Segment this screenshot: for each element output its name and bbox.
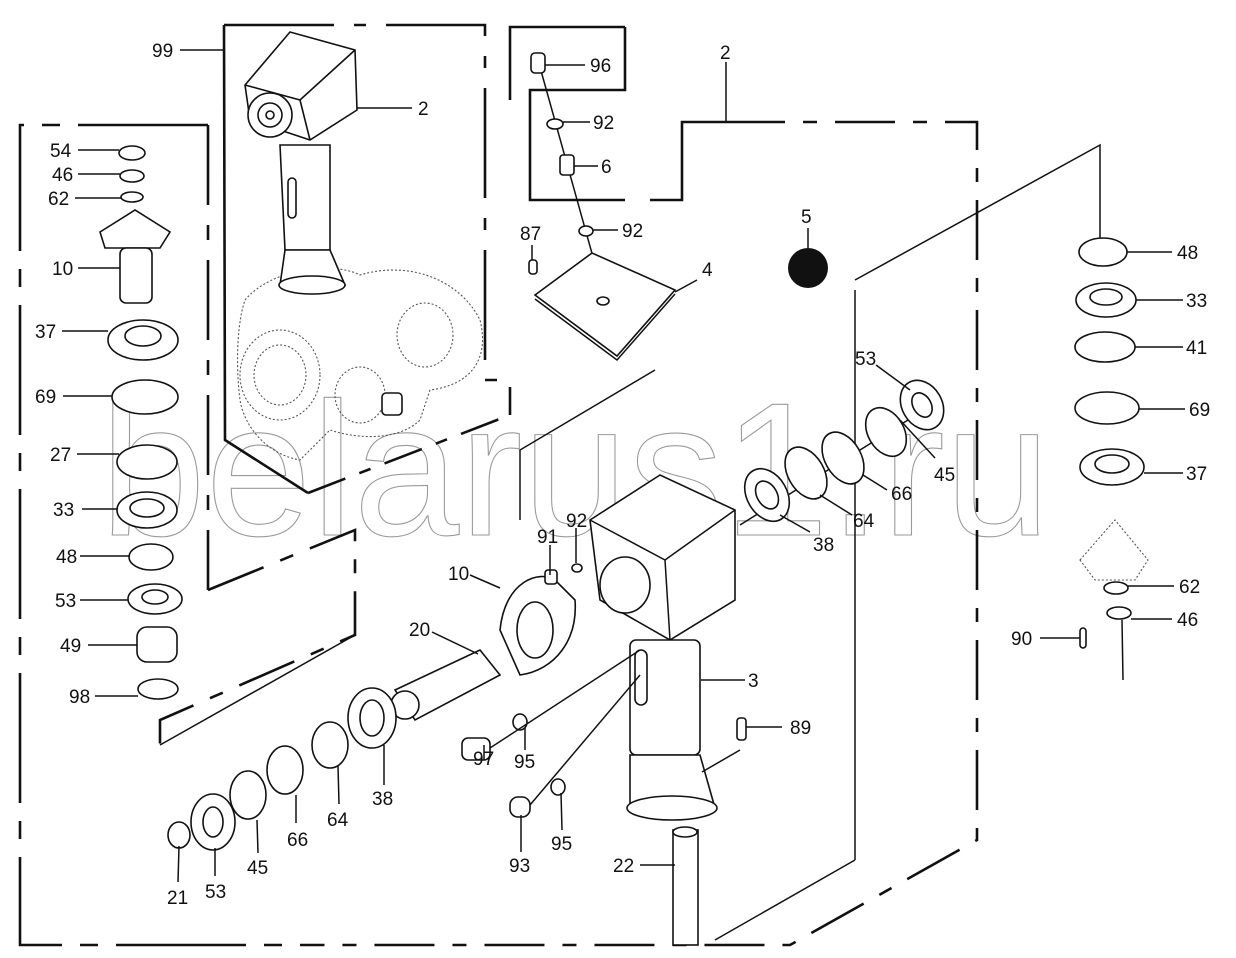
callout-62: 62	[48, 189, 69, 210]
callout-2: 2	[418, 99, 429, 120]
callout-95: 95	[551, 834, 572, 855]
callout-5: 5	[801, 207, 812, 228]
callout-91: 91	[537, 527, 558, 548]
side-bearing-stack-drawing	[739, 379, 945, 526]
callout-53: 53	[205, 882, 226, 903]
callout-27: 27	[50, 445, 71, 466]
callout-66: 66	[891, 484, 912, 505]
callout-89: 89	[790, 718, 811, 739]
group-boundaries	[18, 23, 1124, 947]
callout-2: 2	[720, 43, 731, 64]
housing-group-line4	[519, 369, 656, 520]
bottom-left-axis	[159, 634, 356, 746]
callout-37: 37	[1186, 464, 1207, 485]
left-stack-drawing	[99, 145, 183, 700]
shaft-gear-drawing	[167, 575, 576, 851]
callout-20: 20	[409, 620, 430, 641]
callout-69: 69	[1189, 400, 1210, 421]
callout-62: 62	[1179, 577, 1200, 598]
leader-lines	[62, 49, 1185, 883]
callout-92: 92	[593, 113, 614, 134]
right-stack-drawing	[1074, 237, 1149, 649]
callout-49: 49	[60, 636, 81, 657]
callout-95: 95	[514, 752, 535, 773]
housing-drawing	[589, 474, 736, 946]
callout-53: 53	[55, 591, 76, 612]
callout-99: 99	[152, 41, 173, 62]
callout-92: 92	[622, 221, 643, 242]
callout-48: 48	[1177, 243, 1198, 264]
callout-64: 64	[327, 810, 349, 831]
callout-6: 6	[601, 157, 612, 178]
callout-41: 41	[1186, 338, 1207, 359]
callout-92: 92	[566, 511, 587, 532]
callout-66: 66	[287, 830, 308, 851]
callout-22: 22	[613, 856, 634, 877]
callout-10: 10	[52, 259, 73, 280]
gearbox-assembly-drawing	[236, 31, 484, 461]
callout-45: 45	[934, 465, 955, 486]
callout-64: 64	[853, 511, 875, 532]
callout-3: 3	[748, 671, 759, 692]
fitting-group-border2	[528, 27, 627, 202]
assembly-group-border	[222, 24, 309, 495]
fitting-group-border3	[650, 120, 725, 202]
housing-group-line	[854, 143, 1101, 281]
callout-4: 4	[702, 260, 713, 281]
callout-10: 10	[448, 564, 469, 585]
callout-38: 38	[813, 535, 834, 556]
callout-87: 87	[520, 224, 541, 245]
callout-46: 46	[52, 165, 73, 186]
callout-33: 33	[1186, 291, 1207, 312]
assembly-group-border-diag	[307, 413, 511, 495]
right-stack-axis	[1121, 619, 1124, 681]
callout-38: 38	[372, 789, 393, 810]
fitting-group-border	[508, 25, 625, 100]
callout-96: 96	[590, 56, 611, 77]
callout-53: 53	[855, 349, 876, 370]
left-group-border	[18, 123, 300, 947]
housing-group-line3	[714, 859, 856, 941]
callout-93: 93	[509, 856, 530, 877]
callout-labels: 99 2 2 96 92 6 92 87 4 5 54 46 62 10 37 …	[35, 41, 1210, 909]
right-group-border-top	[300, 120, 979, 947]
assembly-group-border-top	[224, 23, 512, 415]
callout-46: 46	[1177, 610, 1198, 631]
callout-37: 37	[35, 322, 56, 343]
callout-97: 97	[473, 749, 494, 770]
callout-98: 98	[69, 687, 90, 708]
callout-33: 33	[53, 500, 74, 521]
callout-45: 45	[247, 858, 268, 879]
fitting-chain-drawing	[528, 52, 828, 362]
callout-48: 48	[56, 547, 77, 568]
callout-54: 54	[50, 141, 72, 162]
callout-21: 21	[167, 888, 188, 909]
callout-90: 90	[1011, 629, 1032, 650]
callout-69: 69	[35, 387, 56, 408]
plug-washer-drawing	[461, 563, 747, 818]
